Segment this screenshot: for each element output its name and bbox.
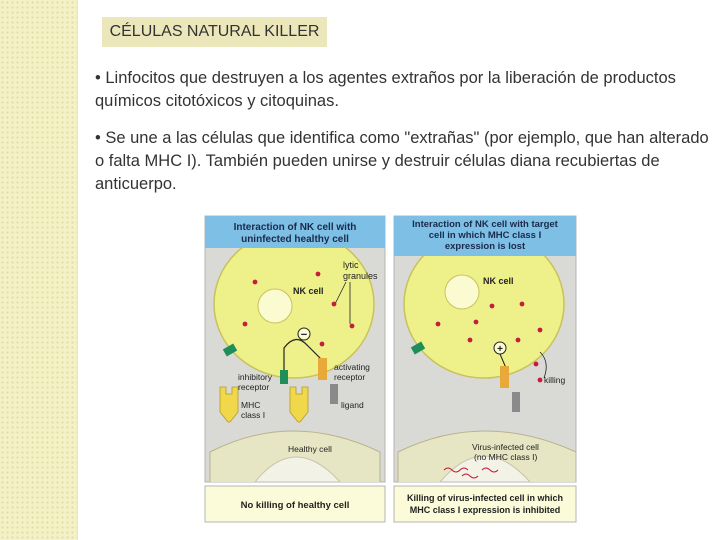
left-granule [252, 279, 258, 285]
right-granule [435, 321, 441, 327]
right-signal-path [499, 353, 507, 369]
right-footer-box [393, 485, 577, 523]
minus-sign: − [301, 329, 307, 341]
bullet-point-2: • Se une a las células que identifica co… [95, 129, 709, 193]
ligand-label: ligand [341, 400, 364, 410]
left-inhibitory-receptor-icon [280, 370, 288, 384]
mhc-label-line-2: class I [241, 410, 265, 420]
decorative-side-strip [0, 0, 78, 540]
right-footer-line-1: Killing of virus-infected cell in which [407, 493, 563, 503]
right-panel-header [394, 216, 576, 256]
activating-label-line-1: activating [334, 362, 370, 372]
right-panel: Interaction of NK cell with target cell … [393, 215, 577, 523]
right-nk-nucleus [444, 274, 480, 310]
mhc-label-line-1: MHC [241, 400, 260, 410]
right-footer-line-2: MHC class I expression is inhibited [410, 505, 561, 515]
right-nk-label: NK cell [483, 276, 514, 286]
released-granule [537, 377, 543, 383]
right-granule [467, 337, 473, 343]
right-granule [537, 327, 543, 333]
left-header-line-1: Interaction of NK cell with [234, 222, 357, 233]
left-healthy-cell [209, 430, 381, 482]
left-footer-box [204, 485, 386, 523]
viral-rna-icon [443, 467, 499, 479]
left-granule [349, 323, 355, 329]
killing-label: killing [544, 375, 566, 385]
right-ligand-icon [512, 392, 520, 412]
lytic-pointer-1 [334, 281, 347, 305]
right-header-line-3: expression is lost [445, 241, 526, 252]
mhc-class-i-icon [289, 386, 309, 423]
free-inhibitory-receptor-icon [222, 343, 238, 357]
minus-symbol-circle [297, 327, 311, 341]
slide-title: CÉLULAS NATURAL KILLER [109, 23, 320, 40]
mhc-class-i-icon [219, 386, 239, 423]
ligand-icon [330, 384, 338, 404]
right-granule [519, 301, 525, 307]
infected-cell-label-line-2: (no MHC class I) [474, 452, 537, 462]
right-granule [489, 303, 495, 309]
right-granule [515, 337, 521, 343]
signal-path [283, 338, 323, 370]
left-panel: Interaction of NK cell with uninfected h… [204, 215, 386, 523]
inhibitory-label-line-1: inhibitory [238, 372, 273, 382]
activating-receptor-icon [318, 358, 327, 380]
left-nk-nucleus [257, 288, 293, 324]
left-granule [331, 301, 337, 307]
plus-sign: + [497, 344, 503, 355]
nk-cell-diagram: Interaction of NK cell with uninfected h… [200, 212, 582, 528]
left-nk-label: NK cell [293, 286, 324, 296]
slide-title-box: CÉLULAS NATURAL KILLER [102, 17, 327, 47]
left-footer-text: No killing of healthy cell [241, 500, 350, 511]
left-granule [315, 271, 321, 277]
right-activating-receptor-icon [500, 366, 509, 388]
right-header-line-1: Interaction of NK cell with target [412, 219, 559, 230]
activating-label-line-2: receptor [334, 372, 365, 382]
released-granule [533, 361, 539, 367]
left-granule [242, 321, 248, 327]
right-granule [473, 319, 479, 325]
right-header-line-2: cell in which MHC class I [429, 230, 541, 241]
left-panel-header [205, 216, 385, 248]
left-healthy-nucleus [254, 456, 341, 482]
lytic-label-line-1: lytic [343, 260, 359, 270]
healthy-cell-label: Healthy cell [288, 444, 332, 454]
bullet-point-1: • Linfocitos que destruyen a los agentes… [95, 69, 676, 110]
left-granule [319, 341, 325, 347]
infected-cell-label-line-1: Virus-infected cell [472, 442, 539, 452]
lytic-label-line-2: granules [343, 271, 378, 281]
inhibitory-label-line-2: receptor [238, 382, 269, 392]
killing-pointer [539, 351, 547, 379]
left-header-line-2: uninfected healthy cell [241, 234, 349, 245]
right-inhibitory-receptor-icon [410, 341, 426, 355]
